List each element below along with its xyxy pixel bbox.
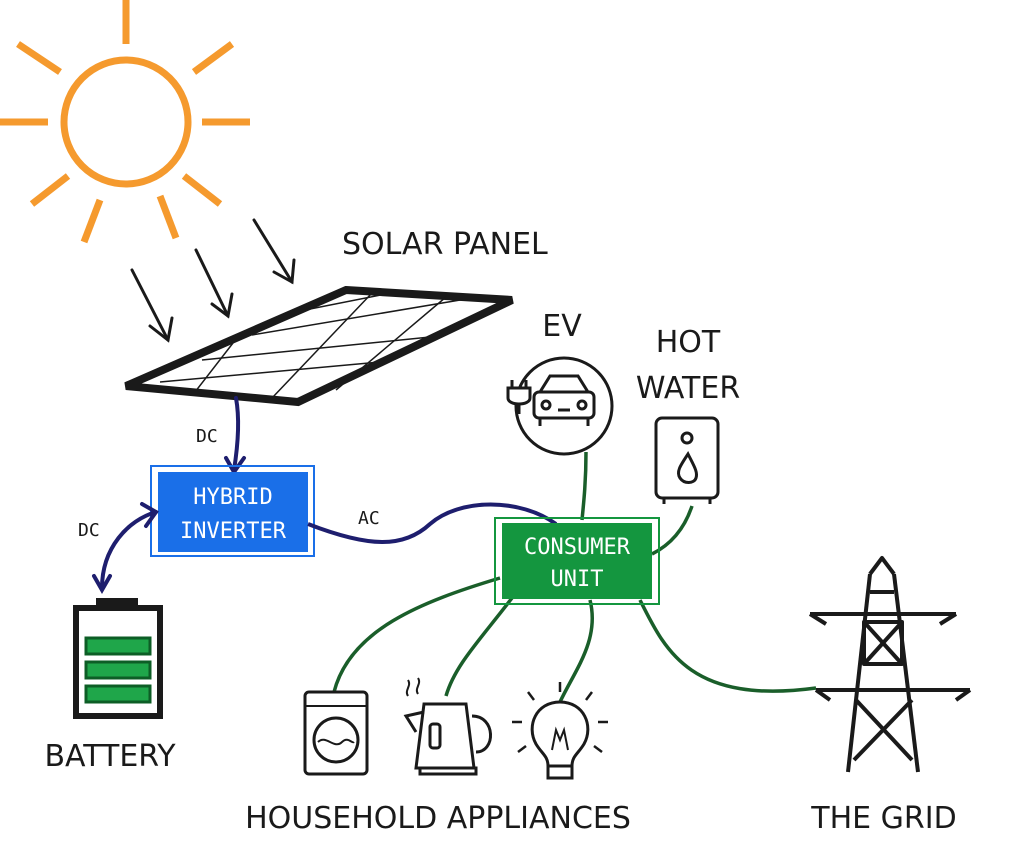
consumer-unit-box: CONSUMER UNIT: [494, 517, 660, 605]
inverter-label-line1: HYBRID: [193, 485, 272, 510]
ac-label: AC: [358, 508, 380, 529]
dc-wire-battery-inverter: [92, 502, 159, 595]
consumer-label-line1: CONSUMER: [524, 535, 631, 560]
power-pylon-icon: [808, 556, 972, 773]
ac-wire: [307, 502, 558, 544]
hot-water-label-line2: WATER: [636, 371, 740, 406]
battery-label: BATTERY: [44, 739, 176, 774]
dc-wire-panel-inverter: [224, 396, 246, 476]
sun-icon: [0, 0, 250, 244]
battery-icon: [73, 598, 163, 719]
dc-label-battery: DC: [78, 520, 100, 541]
ev-label: EV: [542, 309, 582, 344]
light-bulb-icon: [512, 682, 608, 780]
sunlight-arrows: [130, 218, 296, 343]
kettle-icon: [403, 677, 492, 776]
household-appliances-label: HOUSEHOLD APPLIANCES: [245, 801, 631, 836]
electric-car-icon: [514, 356, 614, 456]
water-heater-icon: [654, 416, 720, 504]
the-grid-label: THE GRID: [810, 801, 956, 836]
solar-panel-icon: [124, 285, 514, 407]
hybrid-inverter-box: HYBRID INVERTER: [150, 465, 315, 557]
washing-machine-icon: [303, 690, 369, 776]
hot-water-label-line1: HOT: [656, 325, 721, 360]
consumer-unit-wires: [332, 451, 817, 703]
inverter-label-line2: INVERTER: [180, 519, 287, 544]
consumer-label-line2: UNIT: [551, 567, 604, 592]
solar-panel-label: SOLAR PANEL: [342, 227, 548, 262]
dc-label-panel: DC: [196, 426, 218, 447]
plug-icon: [506, 380, 532, 414]
